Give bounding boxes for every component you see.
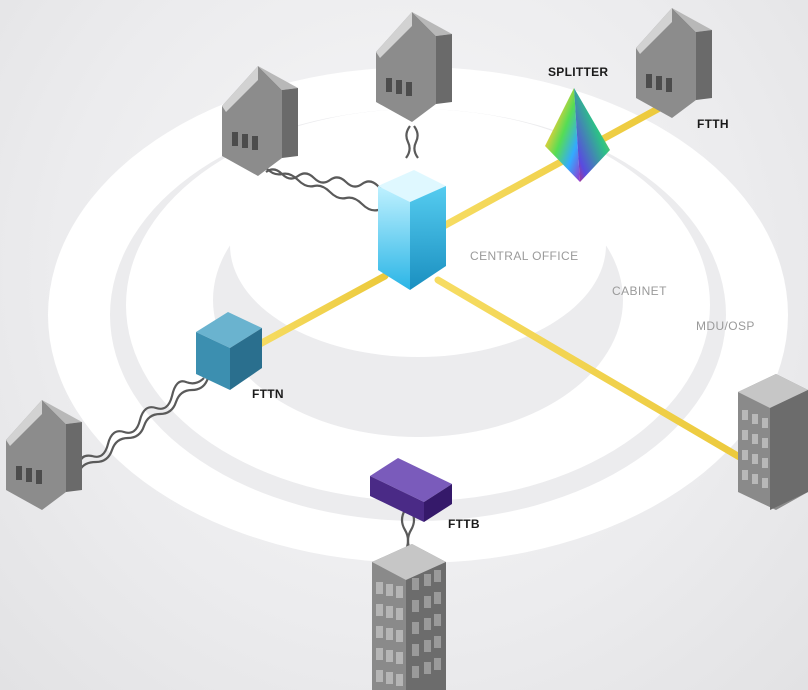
house-icon <box>222 66 298 176</box>
fiber-links <box>254 101 752 474</box>
house-icon <box>636 8 712 118</box>
fiber-link-mdu <box>434 276 752 466</box>
label-central-office: CENTRAL OFFICE <box>470 249 579 263</box>
fiber-link-fttn <box>254 272 389 349</box>
central-office-icon <box>378 170 446 290</box>
building-icon <box>738 374 808 510</box>
label-splitter: SPLITTER <box>548 65 608 79</box>
splitter-icon <box>545 88 610 182</box>
label-fttn: FTTN <box>252 387 284 401</box>
twisted-pair-icon <box>265 167 397 225</box>
fttb-node-icon <box>370 458 452 522</box>
fiber-link-ftth <box>436 101 669 232</box>
label-cabinet: CABINET <box>612 284 667 298</box>
building-icon <box>372 544 446 690</box>
label-ftth: FTTH <box>697 117 729 131</box>
fttn-node-icon <box>196 312 262 390</box>
house-icon <box>376 12 452 122</box>
twisted-pair-icon <box>78 377 210 471</box>
label-mdu-osp: MDU/OSP <box>696 319 755 333</box>
house-icon <box>6 400 82 510</box>
label-fttb: FTTB <box>448 517 480 531</box>
twisted-pair-icon <box>405 125 419 159</box>
